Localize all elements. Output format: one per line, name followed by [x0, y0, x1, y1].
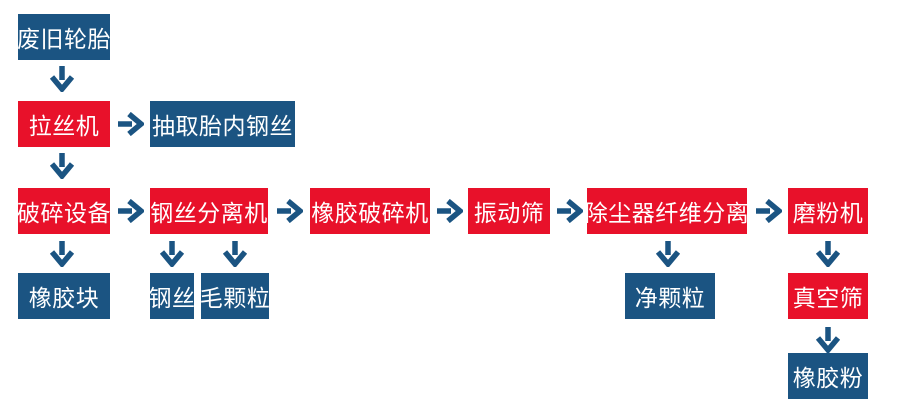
- node-extract-tire-steel-wire: 抽取胎内钢丝: [150, 101, 295, 147]
- arrow-right-icon: [117, 112, 144, 136]
- arrow-down-icon: [816, 326, 840, 353]
- node-rubber-block: 橡胶块: [18, 273, 110, 319]
- arrow-down-icon: [223, 240, 247, 267]
- node-rubber-crusher: 橡胶破碎机: [310, 188, 430, 234]
- node-steel-wire: 钢丝: [149, 273, 195, 319]
- arrow-down-icon: [50, 152, 74, 179]
- node-vibrating-screen: 振动筛: [468, 188, 550, 234]
- arrow-down-icon: [50, 65, 74, 92]
- node-rubber-powder: 橡胶粉: [788, 353, 868, 399]
- node-vacuum-screen: 真空筛: [788, 273, 868, 319]
- node-clean-granules: 净颗粒: [625, 273, 715, 319]
- arrow-right-icon: [117, 199, 144, 223]
- arrow-right-icon: [436, 199, 463, 223]
- node-steel-wire-separator: 钢丝分离机: [150, 188, 268, 234]
- arrow-down-icon: [816, 240, 840, 267]
- arrow-down-icon: [50, 240, 74, 267]
- node-wire-drawing-machine: 拉丝机: [18, 101, 110, 147]
- arrow-right-icon: [755, 199, 782, 223]
- node-hairy-granules: 毛颗粒: [200, 273, 270, 319]
- node-dust-fiber-separator: 除尘器纤维分离: [585, 188, 749, 234]
- arrow-right-icon: [276, 199, 303, 223]
- arrow-down-icon: [656, 240, 680, 267]
- node-waste-tire: 废旧轮胎: [17, 14, 111, 60]
- arrow-right-icon: [556, 199, 583, 223]
- node-grinding-machine: 磨粉机: [788, 188, 868, 234]
- node-crushing-equipment: 破碎设备: [17, 188, 111, 234]
- arrow-down-icon: [160, 240, 184, 267]
